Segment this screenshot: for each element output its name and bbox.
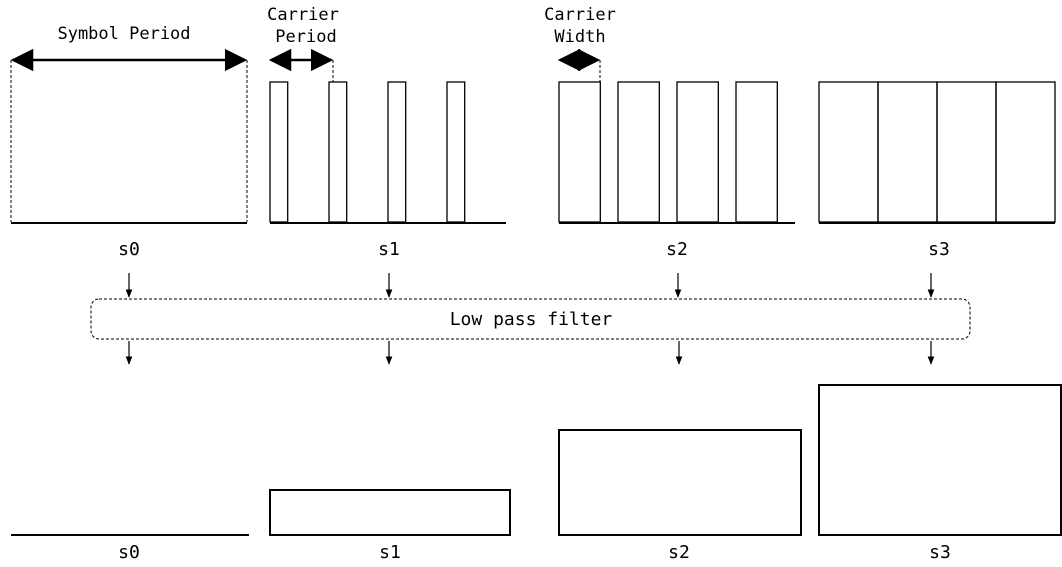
carrier-width-annotation: Carrier Width: [544, 5, 616, 82]
pulse-s2-4: [735, 81, 778, 223]
output-level-s1: [269, 489, 511, 536]
carrier-period-label-line1: Carrier: [267, 5, 339, 25]
pulse-s3-2: [877, 81, 938, 223]
pulse-s2-1: [558, 81, 601, 223]
output-level-s2: [558, 429, 802, 536]
input-waveform-s2: [558, 81, 795, 224]
input-waveforms: [11, 81, 1056, 224]
pulse-s3-1: [818, 81, 879, 223]
filter-input-arrows: [125, 273, 935, 298]
output-levels: [11, 384, 1062, 536]
pulse-s2-3: [676, 81, 719, 223]
filter-output-arrows: [125, 341, 935, 365]
pulse-s3-3: [936, 81, 997, 223]
carrier-period-label-line2: Period: [275, 27, 336, 47]
carrier-width-label-line1: Carrier: [544, 5, 616, 25]
pulse-s3-4: [995, 81, 1056, 223]
output-label-s3: s3: [929, 542, 951, 563]
input-label-s3: s3: [928, 239, 950, 260]
pulse-s1-2: [328, 81, 348, 223]
output-label-s1: s1: [379, 542, 401, 563]
input-waveform-s3: [818, 81, 1056, 224]
symbol-period-label: Symbol Period: [57, 24, 190, 44]
output-label-s2: s2: [668, 542, 690, 563]
input-label-s1: s1: [378, 239, 400, 260]
input-waveform-s1: [269, 81, 506, 224]
output-level-s3: [818, 384, 1062, 536]
carrier-period-annotation: Carrier Period: [267, 5, 339, 82]
pulse-s1-1: [269, 81, 289, 223]
input-label-s0: s0: [118, 239, 140, 260]
symbol-period-annotation: Symbol Period: [10, 24, 248, 222]
input-label-s2: s2: [666, 239, 688, 260]
pulse-s1-4: [446, 81, 466, 223]
pulse-s1-3: [387, 81, 407, 223]
output-label-s0: s0: [118, 542, 140, 563]
carrier-width-label-line2: Width: [554, 27, 605, 47]
low-pass-filter-block: Low pass filter: [90, 298, 971, 340]
low-pass-filter-label: Low pass filter: [450, 309, 613, 330]
pulse-s2-2: [617, 81, 660, 223]
low-pass-filter-box: [90, 298, 971, 340]
